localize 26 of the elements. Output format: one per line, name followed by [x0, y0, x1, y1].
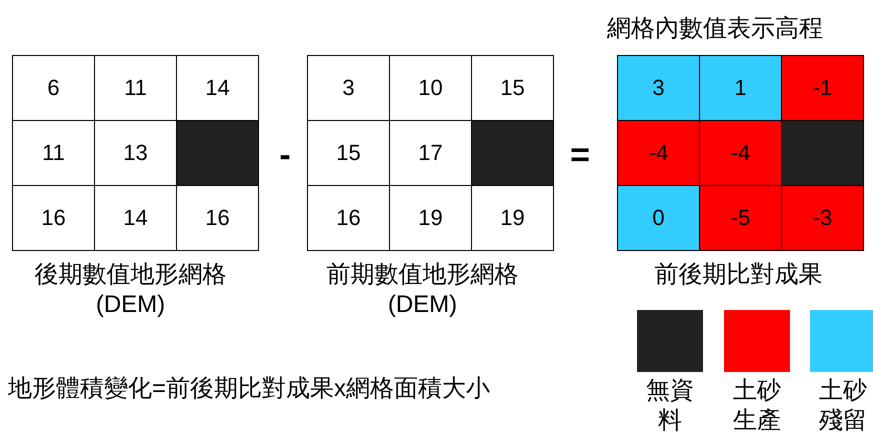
- caption: 後期數值地形網格 (DEM): [34, 260, 228, 320]
- operator: -: [278, 135, 292, 175]
- operator: =: [569, 135, 591, 175]
- note-text: 網格內數值表示高程: [606, 14, 824, 44]
- grid-cell: -4: [617, 120, 700, 186]
- grid-cell: -5: [699, 185, 782, 251]
- grid-cell: 16: [12, 185, 95, 251]
- legend-label: 土砂生產: [732, 376, 782, 436]
- grid-cell: 15: [471, 55, 554, 121]
- grid-cell: 14: [176, 55, 259, 121]
- grid-cell: -4: [699, 120, 782, 186]
- grid-cell: -3: [781, 185, 864, 251]
- grid-cell: -1: [781, 55, 864, 121]
- legend-label: 無資料: [645, 376, 695, 436]
- legend-label: 土砂殘留: [818, 376, 868, 436]
- grid-cell: 3: [307, 55, 390, 121]
- caption: 前後期比對成果: [654, 260, 824, 290]
- grid-cell: 16: [176, 185, 259, 251]
- grid-cell: 16: [307, 185, 390, 251]
- grid-cell: 6: [12, 55, 95, 121]
- grid-cell: 19: [471, 185, 554, 251]
- formula-text: 地形體積變化=前後期比對成果x網格面積大小: [8, 374, 492, 404]
- grid-cell: 1: [699, 55, 782, 121]
- grid-cell: 3: [617, 55, 700, 121]
- grid-cell: 0: [617, 185, 700, 251]
- caption: 前期數值地形網格 (DEM): [326, 260, 520, 320]
